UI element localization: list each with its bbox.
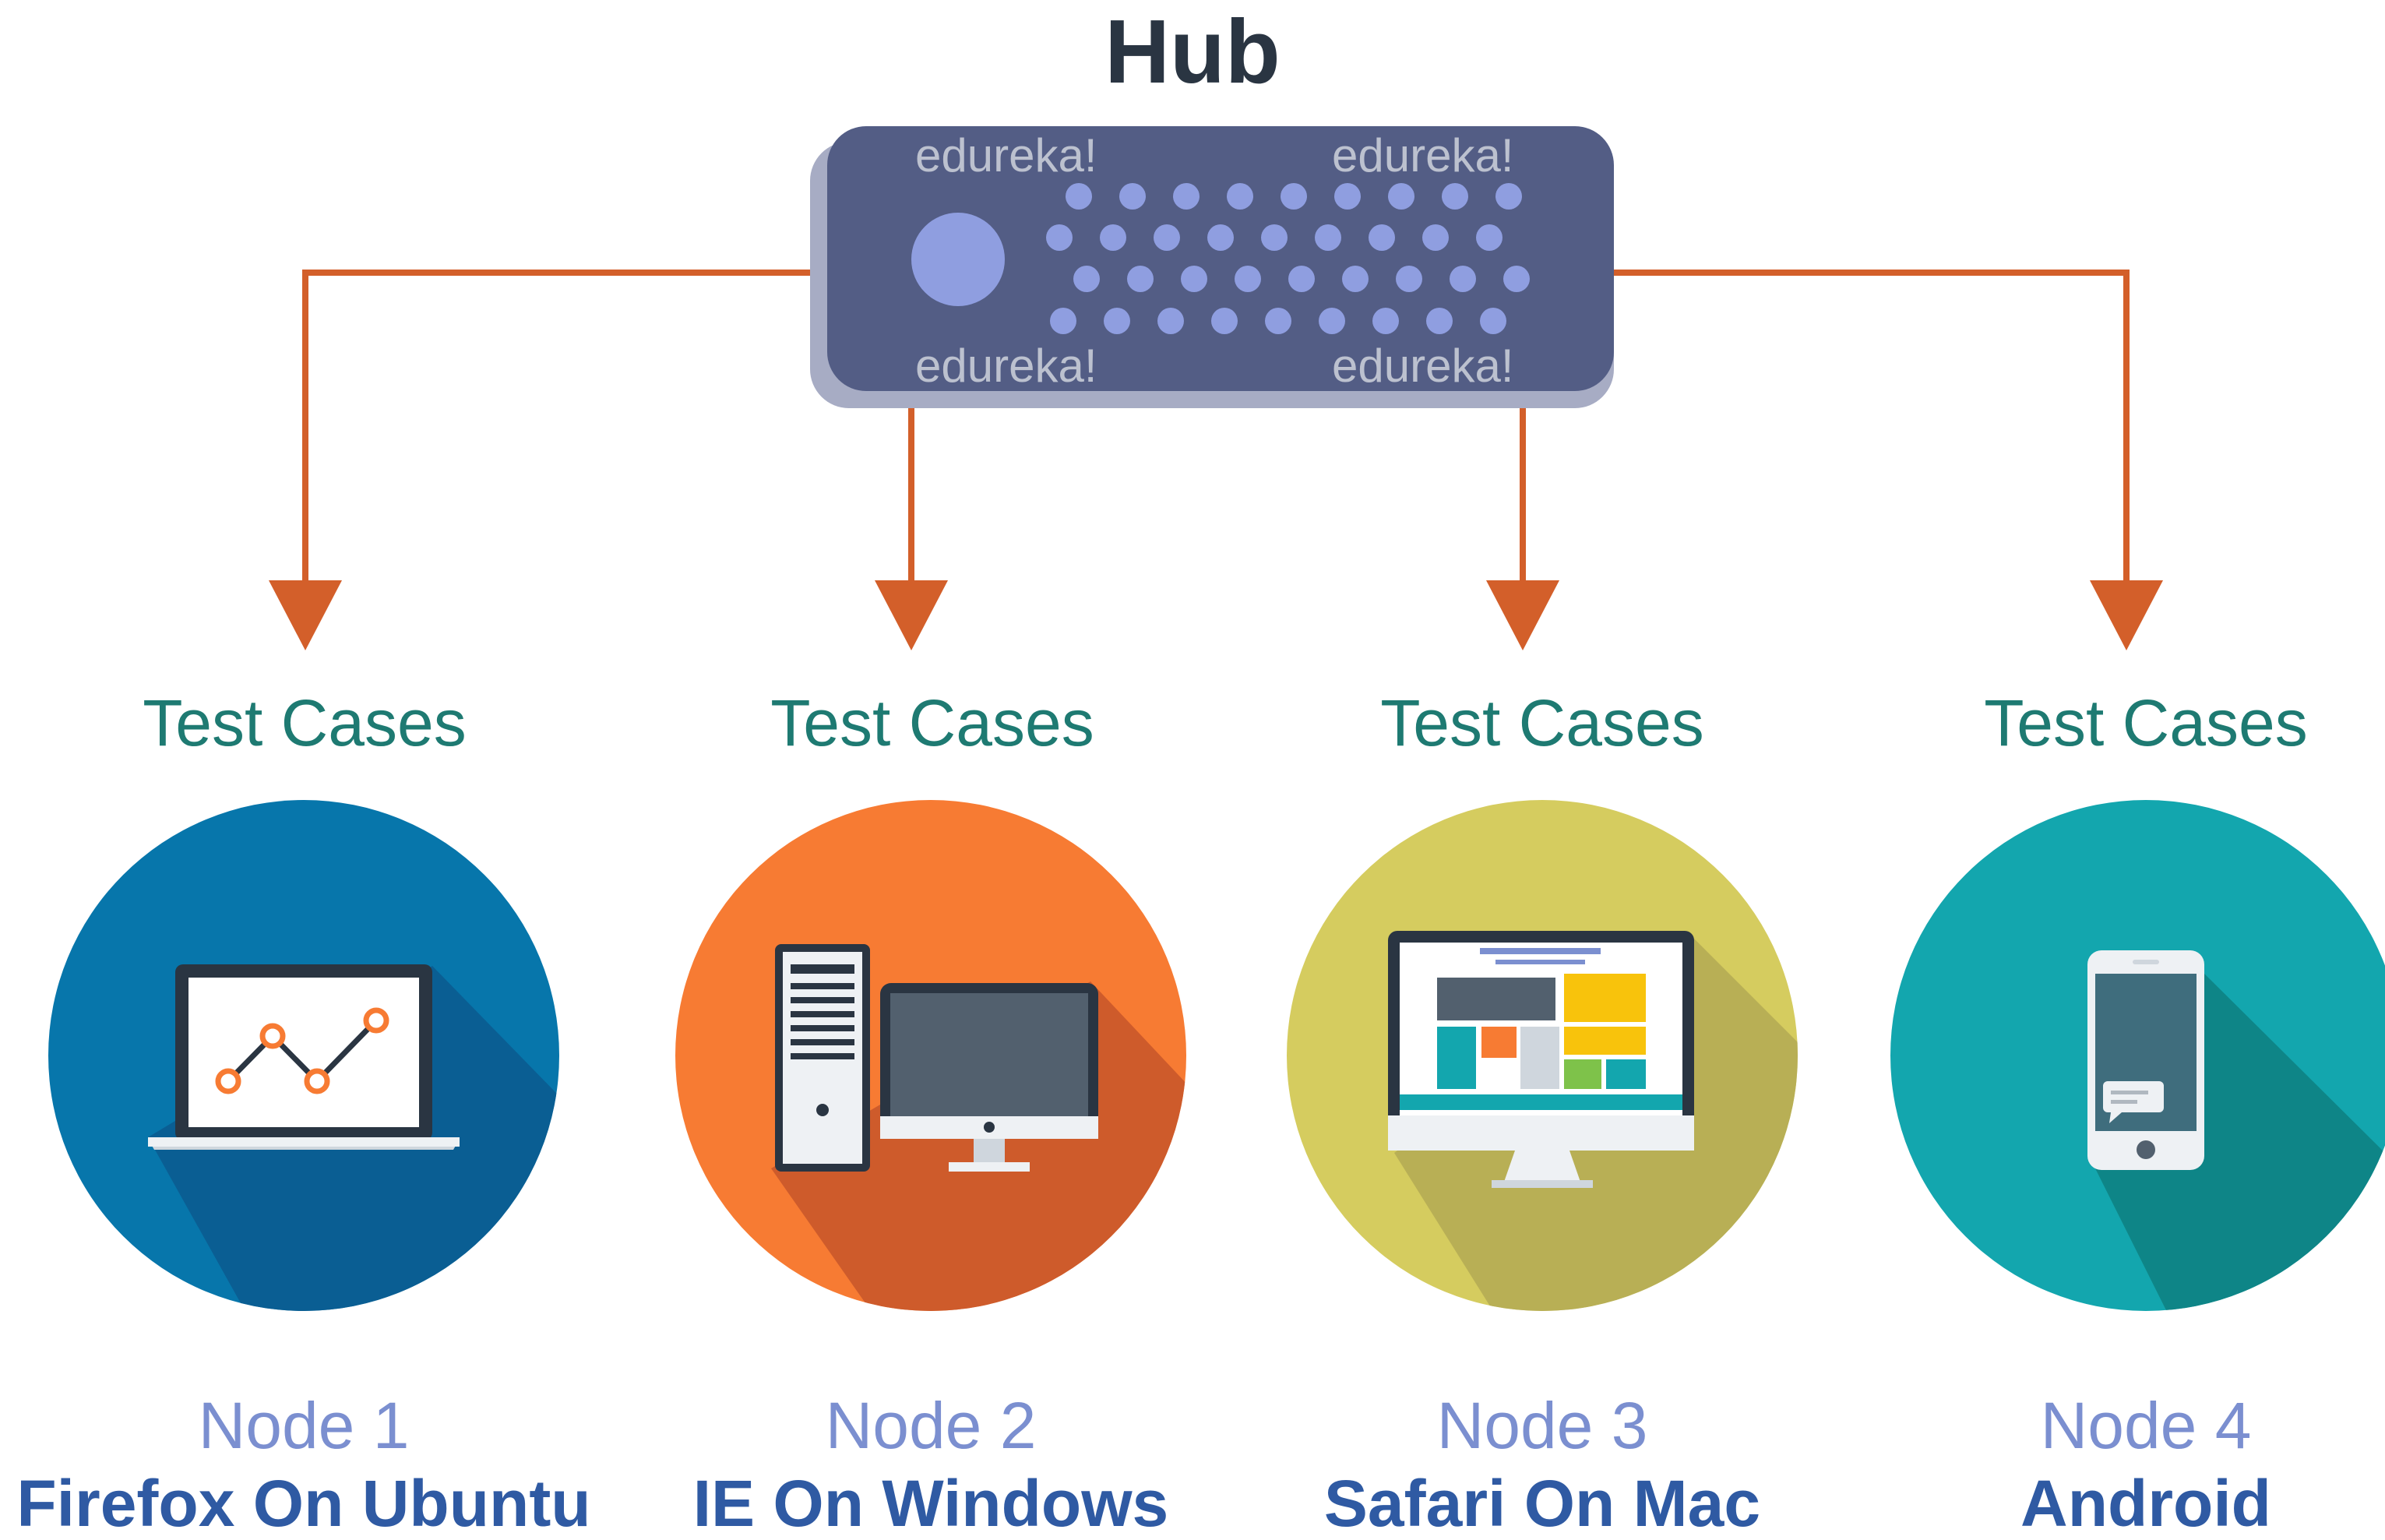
hub-device-icon	[810, 126, 1614, 408]
arrowhead-node-1	[269, 580, 342, 650]
connector-node-4	[1612, 270, 2130, 592]
imac-icon	[1388, 931, 1694, 1188]
watermark: edureka!	[915, 129, 1097, 181]
laptop-icon	[148, 964, 460, 1150]
hub-port-dot	[1261, 224, 1288, 251]
hub-port-dot	[1426, 308, 1453, 334]
hub-port-dot	[1476, 224, 1503, 251]
hub-port-dot	[1503, 266, 1530, 292]
hub-port-dot	[1342, 266, 1369, 292]
hub-port-dot	[1050, 308, 1076, 334]
desktop-pc-icon	[775, 944, 1098, 1172]
node-3-id: Node 3	[1436, 1389, 1648, 1462]
hub-title: Hub	[1104, 1, 1281, 102]
hub-port-dot	[1073, 266, 1100, 292]
arrowhead-node-2	[875, 580, 948, 650]
watermark: edureka!	[1332, 129, 1514, 181]
hub-port-dot	[1281, 183, 1307, 210]
hub-port-dot	[1334, 183, 1361, 210]
node-4-name: Android	[2020, 1467, 2271, 1540]
hub-port-dot	[1154, 224, 1180, 251]
node-1-id: Node 1	[198, 1389, 410, 1462]
watermark: edureka!	[1332, 340, 1514, 392]
hub-port-dot	[1104, 308, 1130, 334]
node-3-test-cases-label: Test Cases	[1380, 686, 1704, 759]
hub-port-dot	[1157, 308, 1184, 334]
hub-port-dot	[1319, 308, 1345, 334]
arrowhead-node-3	[1486, 580, 1559, 650]
connector-node-1	[302, 270, 826, 592]
node-2-circle	[675, 800, 1186, 1311]
hub-port-dot	[1211, 308, 1238, 334]
node-2-id: Node 2	[825, 1389, 1037, 1462]
watermark: edureka!	[915, 340, 1097, 392]
arrowheads	[269, 580, 2163, 650]
node-1-circle	[48, 800, 559, 1311]
hub-port-dot	[1315, 224, 1341, 251]
arrowhead-node-4	[2090, 580, 2163, 650]
hub-port-dot	[1442, 183, 1468, 210]
hub-port-dot	[1235, 266, 1261, 292]
hub-port-dot	[1480, 308, 1506, 334]
hub-port-dot	[1369, 224, 1395, 251]
node-4-test-cases-label: Test Cases	[1984, 686, 2308, 759]
node-1-test-cases-label: Test Cases	[143, 686, 467, 759]
connectors	[302, 270, 2130, 592]
node-4-circle	[1890, 800, 2385, 1311]
hub-port-dot	[1127, 266, 1154, 292]
hub-port-dot	[1396, 266, 1422, 292]
hub-port-dot	[1388, 183, 1414, 210]
node-1-name: Firefox On Ubuntu	[16, 1467, 591, 1540]
hub-port-dot	[1372, 308, 1399, 334]
hub-port-dot	[1422, 224, 1449, 251]
hub-port-dot	[1227, 183, 1253, 210]
smartphone-icon	[2087, 950, 2204, 1170]
hub-port-dot	[1119, 183, 1146, 210]
hub-port-dot	[1066, 183, 1092, 210]
hub-port-dot	[1265, 308, 1291, 334]
node-3-name: Safari On Mac	[1323, 1467, 1761, 1540]
hub-port-dot	[1450, 266, 1476, 292]
hub-port-dot	[1495, 183, 1522, 210]
node-4-id: Node 4	[2040, 1389, 2252, 1462]
hub-port-dot	[1046, 224, 1073, 251]
hub-port-dot	[1288, 266, 1315, 292]
hub-port-dot	[1207, 224, 1234, 251]
node-2-test-cases-label: Test Cases	[770, 686, 1094, 759]
hub-port-dot	[1181, 266, 1207, 292]
hub-port-dot	[1173, 183, 1200, 210]
node-2-name: IE On Windows	[692, 1467, 1169, 1540]
node-3-circle	[1287, 800, 1798, 1311]
hub-port-dot	[1100, 224, 1126, 251]
